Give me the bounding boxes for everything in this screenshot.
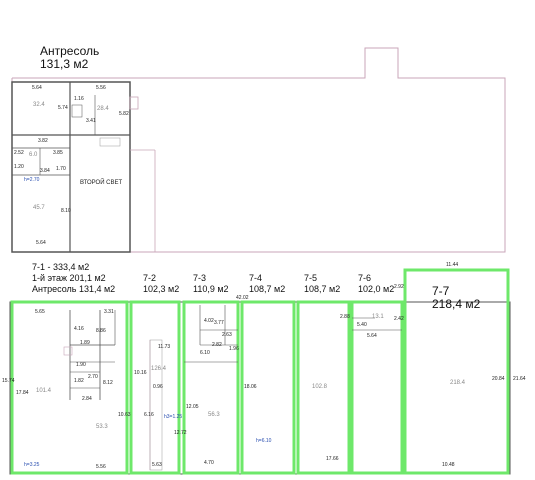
unit-7-7-title: 7-7 [432,284,450,298]
top-dim: 3.84 [40,168,50,174]
dim-label: 0.96 [153,384,163,390]
unit-7-7-outline [403,268,510,475]
dim-label: 20.84 [492,376,505,382]
top-room-label: 28.4 [97,106,109,112]
dim-label: 6.10 [200,350,210,356]
top-room-label: 32.4 [33,102,45,108]
dim-label: 4.16 [74,326,84,332]
room-label: 101.4 [36,388,52,394]
dim-label: 17.84 [16,390,29,396]
dim-label: 2.84 [82,396,92,402]
room-label: 53.3 [96,424,108,430]
top-dim: 8.10 [61,208,71,214]
dim-label: 2.92 [394,284,404,290]
top-dim: 5.74 [58,105,68,111]
room-label: 126.4 [151,366,167,372]
unit-7-7-area: 218,4 м2 [432,297,481,311]
top-dim: 1.16 [74,96,84,102]
dim-label: 5.64 [367,333,377,339]
unit-7-1-title: 7-1 - 333,4 м2 [32,262,90,272]
unit-7-3-area: 110,9 м2 [193,284,229,294]
dim-label: 18.06 [244,384,257,390]
unit-7-6-outline [350,300,404,475]
top-dim: 5.82 [119,111,129,117]
room-label: 13.1 [372,314,384,320]
dim-label: 5.65 [35,309,45,315]
unit-7-1-line2: 1-й этаж 201,1 м2 [32,273,106,283]
unit-7-1-outline [10,300,129,475]
room-label: 218.4 [450,380,466,386]
mezzanine-title: Антресоль [40,44,100,58]
dim-label: 3.31 [104,309,114,315]
top-dim: 1.70 [56,166,66,172]
unit-7-4-title: 7-4 [249,273,263,283]
top-dim: 2.52 [14,150,24,156]
top-room-label: 6.0 [29,152,38,158]
dim-label: 1.82 [74,378,84,384]
dim-label: 12.05 [186,404,199,410]
room-label: 102.8 [312,384,328,390]
second-light-label: ВТОРОЙ СВЕТ [80,180,123,186]
room-label: 56.3 [208,412,220,418]
dim-label: 2.42 [394,316,404,322]
dim-label: 5.63 [152,462,162,468]
unit-7-5-area: 108,7 м2 [304,284,341,294]
unit-7-2-title: 7-2 [143,273,157,283]
dim-label: 8.12 [103,380,113,386]
dim-label: 1.89 [80,340,90,346]
dim-label: 2.63 [222,332,232,338]
dim-label: 4.02 [204,318,214,324]
dim-label: 2.82 [212,342,222,348]
top-room-label: 45.7 [33,205,45,211]
dim-label: 3.77 [214,320,224,326]
top-dim: 5.56 [96,85,106,91]
dim-label: 11.73 [158,344,171,350]
mezzanine-outline [11,47,506,253]
unit-7-3-outline [182,300,240,475]
unit-7-4-outline [240,300,296,475]
dim-label: 5.40 [357,322,367,328]
top-dim: 5.64 [36,240,46,246]
unit-7-4-area: 108,7 м2 [249,284,286,294]
dim-label: 10.63 [118,412,131,418]
height-label: h=6.10 [256,438,272,444]
dim-label: 2.70 [88,374,98,380]
height-label: h3=1.25 [164,414,183,420]
unit-7-6-title: 7-6 [358,273,372,283]
dim-label: 42.02 [236,295,249,301]
top-dim: 3.41 [86,118,96,124]
dim-label: 10.48 [442,462,455,468]
height-label: h=3.25 [24,462,40,468]
top-room-block [11,81,131,253]
unit-7-2-area: 102,3 м2 [143,284,180,294]
unit-7-5-outline [296,300,351,475]
dim-label: 1.96 [229,346,239,352]
dim-label: 11.44 [446,262,459,268]
dim-label: 5.56 [96,464,106,470]
unit-7-5-title: 7-5 [304,273,318,283]
dim-label: 6.16 [144,412,154,418]
unit-7-3-title: 7-3 [193,273,207,283]
unit-7-2-outline [129,300,181,475]
dim-label: 2.88 [340,314,350,320]
dim-label: 4.70 [204,460,214,466]
top-dim: 5.64 [32,85,42,91]
dim-label: 15.74 [2,378,15,384]
top-dim: 1.20 [14,164,24,170]
dim-label: 8.86 [96,328,106,334]
top-dim: 3.85 [53,150,63,156]
dim-label: 12.72 [174,430,187,436]
dim-label: 1.90 [76,362,86,368]
top-dim: 3.82 [38,138,48,144]
dim-label: 17.66 [326,456,339,462]
mezzanine-area: 131,3 м2 [40,57,89,71]
unit-7-1-line3: Антресоль 131,4 м2 [32,284,116,294]
top-height-label: h=2.70 [24,177,40,183]
dim-label: 21.64 [513,376,526,382]
dim-label: 10.16 [134,370,147,376]
unit-7-6-area: 102,0 м2 [358,284,395,294]
